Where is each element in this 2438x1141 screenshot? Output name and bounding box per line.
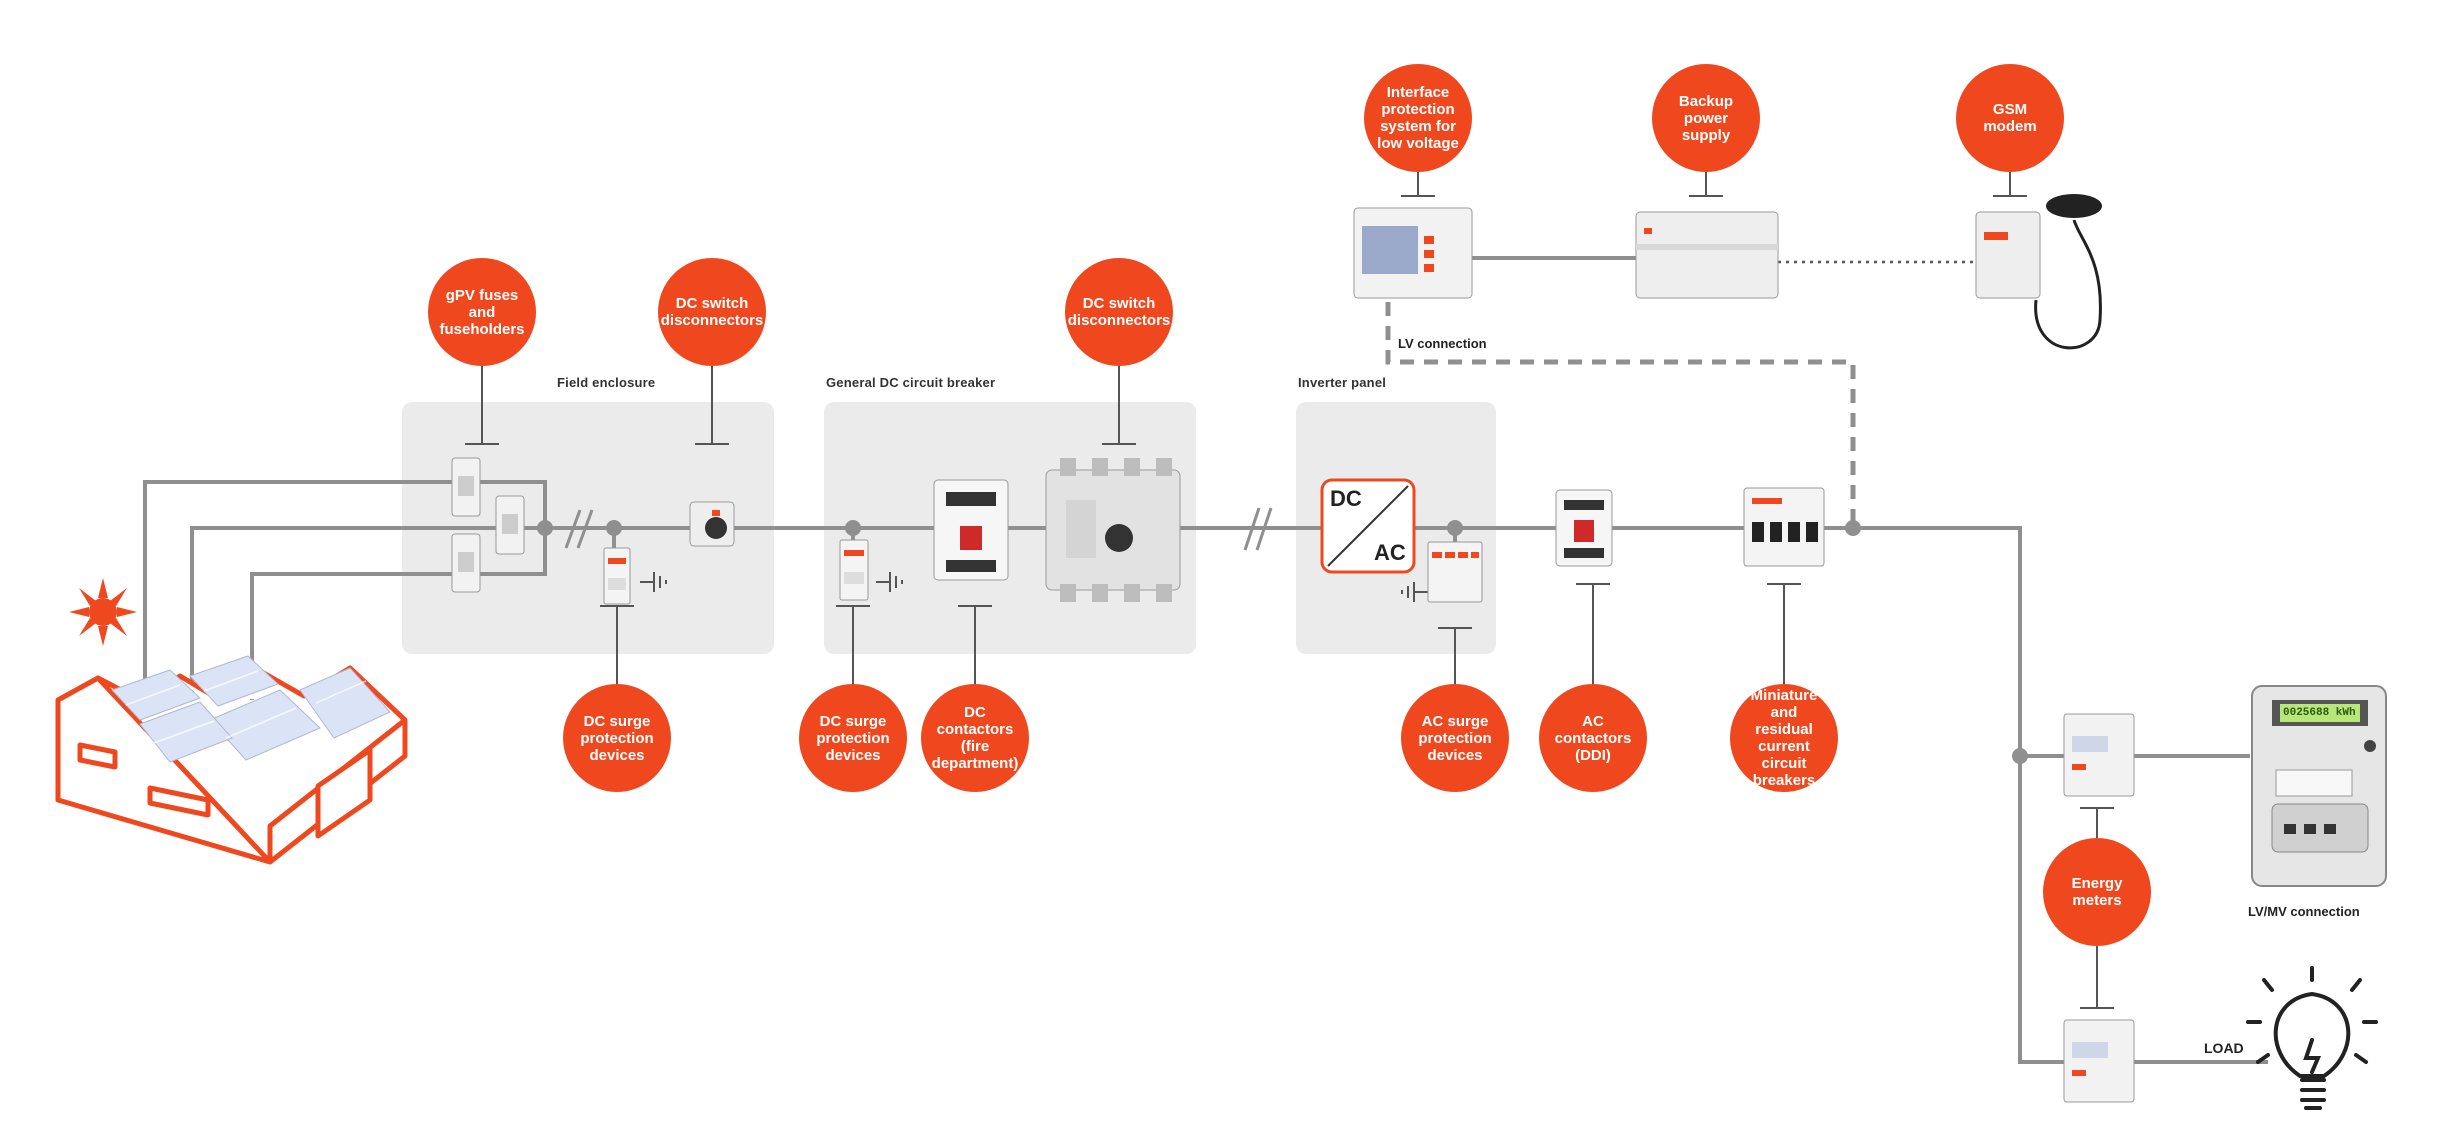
node-meters [2012, 748, 2028, 764]
lv-mv-connection-label: LV/MV connection [2248, 904, 2360, 919]
pv-string-2 [190, 526, 545, 700]
bubble-dc-surge-2-text: DC surge protection devices [816, 712, 890, 764]
bubble-mcb-rcbo: Miniature and residual current circuit b… [1730, 684, 1838, 792]
energy-meter-device-1 [2063, 713, 2135, 797]
bubble-ac-surge: AC surge protection devices [1401, 684, 1509, 792]
inverter-panel-title: Inverter panel [1298, 375, 1387, 390]
dc-switch-device-1 [689, 501, 735, 547]
bubble-energy-meters: Energy meters [2043, 838, 2151, 946]
gpv-fuseholder-devices [451, 457, 525, 593]
leader-lines [465, 172, 2114, 1009]
bubble-energy-meters-text: Energy meters [2071, 875, 2123, 909]
bubble-dc-switch-1-text: DC switch disconnectors [660, 295, 764, 329]
bubble-backup-power: Backup power supply [1652, 64, 1760, 172]
dc-wires [143, 256, 2268, 1064]
bubble-dc-surge-2: DC surge protection devices [799, 684, 907, 792]
bubble-mcb-rcbo-text: Miniature and residual current circuit b… [1750, 687, 1818, 789]
junction-nodes [537, 520, 2028, 764]
cable-break-marks [564, 507, 1273, 551]
inverter-dc-label: DC [1330, 486, 1362, 511]
bubble-gpv-fuses: gPV fuses and fuseholders [428, 258, 536, 366]
light-bulb-icon [2246, 966, 2378, 1110]
bubble-interface-protection: Interface protection system for low volt… [1364, 64, 1472, 172]
ground-icon [640, 572, 1428, 602]
bubble-gsm-modem: GSM modem [1956, 64, 2064, 172]
inverter-icon [1320, 478, 1416, 574]
field-enclosure-title: Field enclosure [557, 375, 656, 390]
bubble-dc-switch-2: DC switch disconnectors [1065, 258, 1173, 366]
bubble-dc-surge-1: DC surge protection devices [563, 684, 671, 792]
pv-string-1 [143, 480, 547, 690]
dc-surge-device-2 [839, 539, 869, 601]
bubble-dc-switch-1: DC switch disconnectors [658, 258, 766, 366]
lv-connection-dashed [1385, 302, 1856, 528]
ac-main-bus [1412, 526, 2268, 1064]
ac-contactor-device [1555, 489, 1613, 567]
general-dc-breaker-title: General DC circuit breaker [826, 375, 996, 390]
node-ac-spd [1447, 520, 1463, 536]
bubble-gpv-fuses-text: gPV fuses and fuseholders [439, 286, 525, 338]
bubble-gsm-modem-text: GSM modem [1983, 101, 2037, 135]
ac-surge-device [1427, 541, 1483, 603]
bubble-interface-protection-text: Interface protection system for low volt… [1377, 84, 1459, 152]
pv-string-3 [250, 528, 547, 700]
bubble-dc-contactors: DC contactors (fire department) [921, 684, 1029, 792]
bubble-dc-surge-1-text: DC surge protection devices [580, 712, 654, 764]
factory-roof-pv-icon [55, 655, 408, 865]
meter-display-value: 0025688 kWh [2283, 707, 2356, 719]
dc-surge-device-1 [603, 547, 631, 605]
mcb-device [1743, 487, 1825, 567]
grid-meter-device [2251, 685, 2387, 887]
backup-power-device [1635, 211, 1779, 299]
dc-switch-device-2 [1045, 458, 1181, 602]
node-spd-2 [845, 520, 861, 536]
energy-meter-device-2 [2063, 1019, 2135, 1103]
dc-contactor-device [933, 479, 1009, 581]
bubble-ac-contactors: AC contactors (DDI) [1539, 684, 1647, 792]
inverter-ac-label: AC [1374, 540, 1406, 565]
bubble-ac-contactors-text: AC contactors (DDI) [1554, 712, 1632, 764]
node-lv [1845, 520, 1861, 536]
load-label: LOAD [2204, 1040, 2244, 1056]
bubble-dc-switch-2-text: DC switch disconnectors [1067, 295, 1171, 329]
bubble-backup-power-text: Backup power supply [1678, 92, 1734, 144]
node-spd-1 [606, 520, 622, 536]
sun-icon [69, 578, 137, 646]
interface-protection-device [1353, 207, 1473, 299]
node-string-combiner [537, 520, 553, 536]
bubble-ac-surge-text: AC surge protection devices [1418, 712, 1492, 764]
bubble-dc-contactors-text: DC contactors (fire department) [931, 704, 1019, 772]
lv-connection-label: LV connection [1398, 336, 1487, 351]
antenna-icon [2046, 194, 2102, 218]
gsm-modem-device [1975, 211, 2102, 350]
